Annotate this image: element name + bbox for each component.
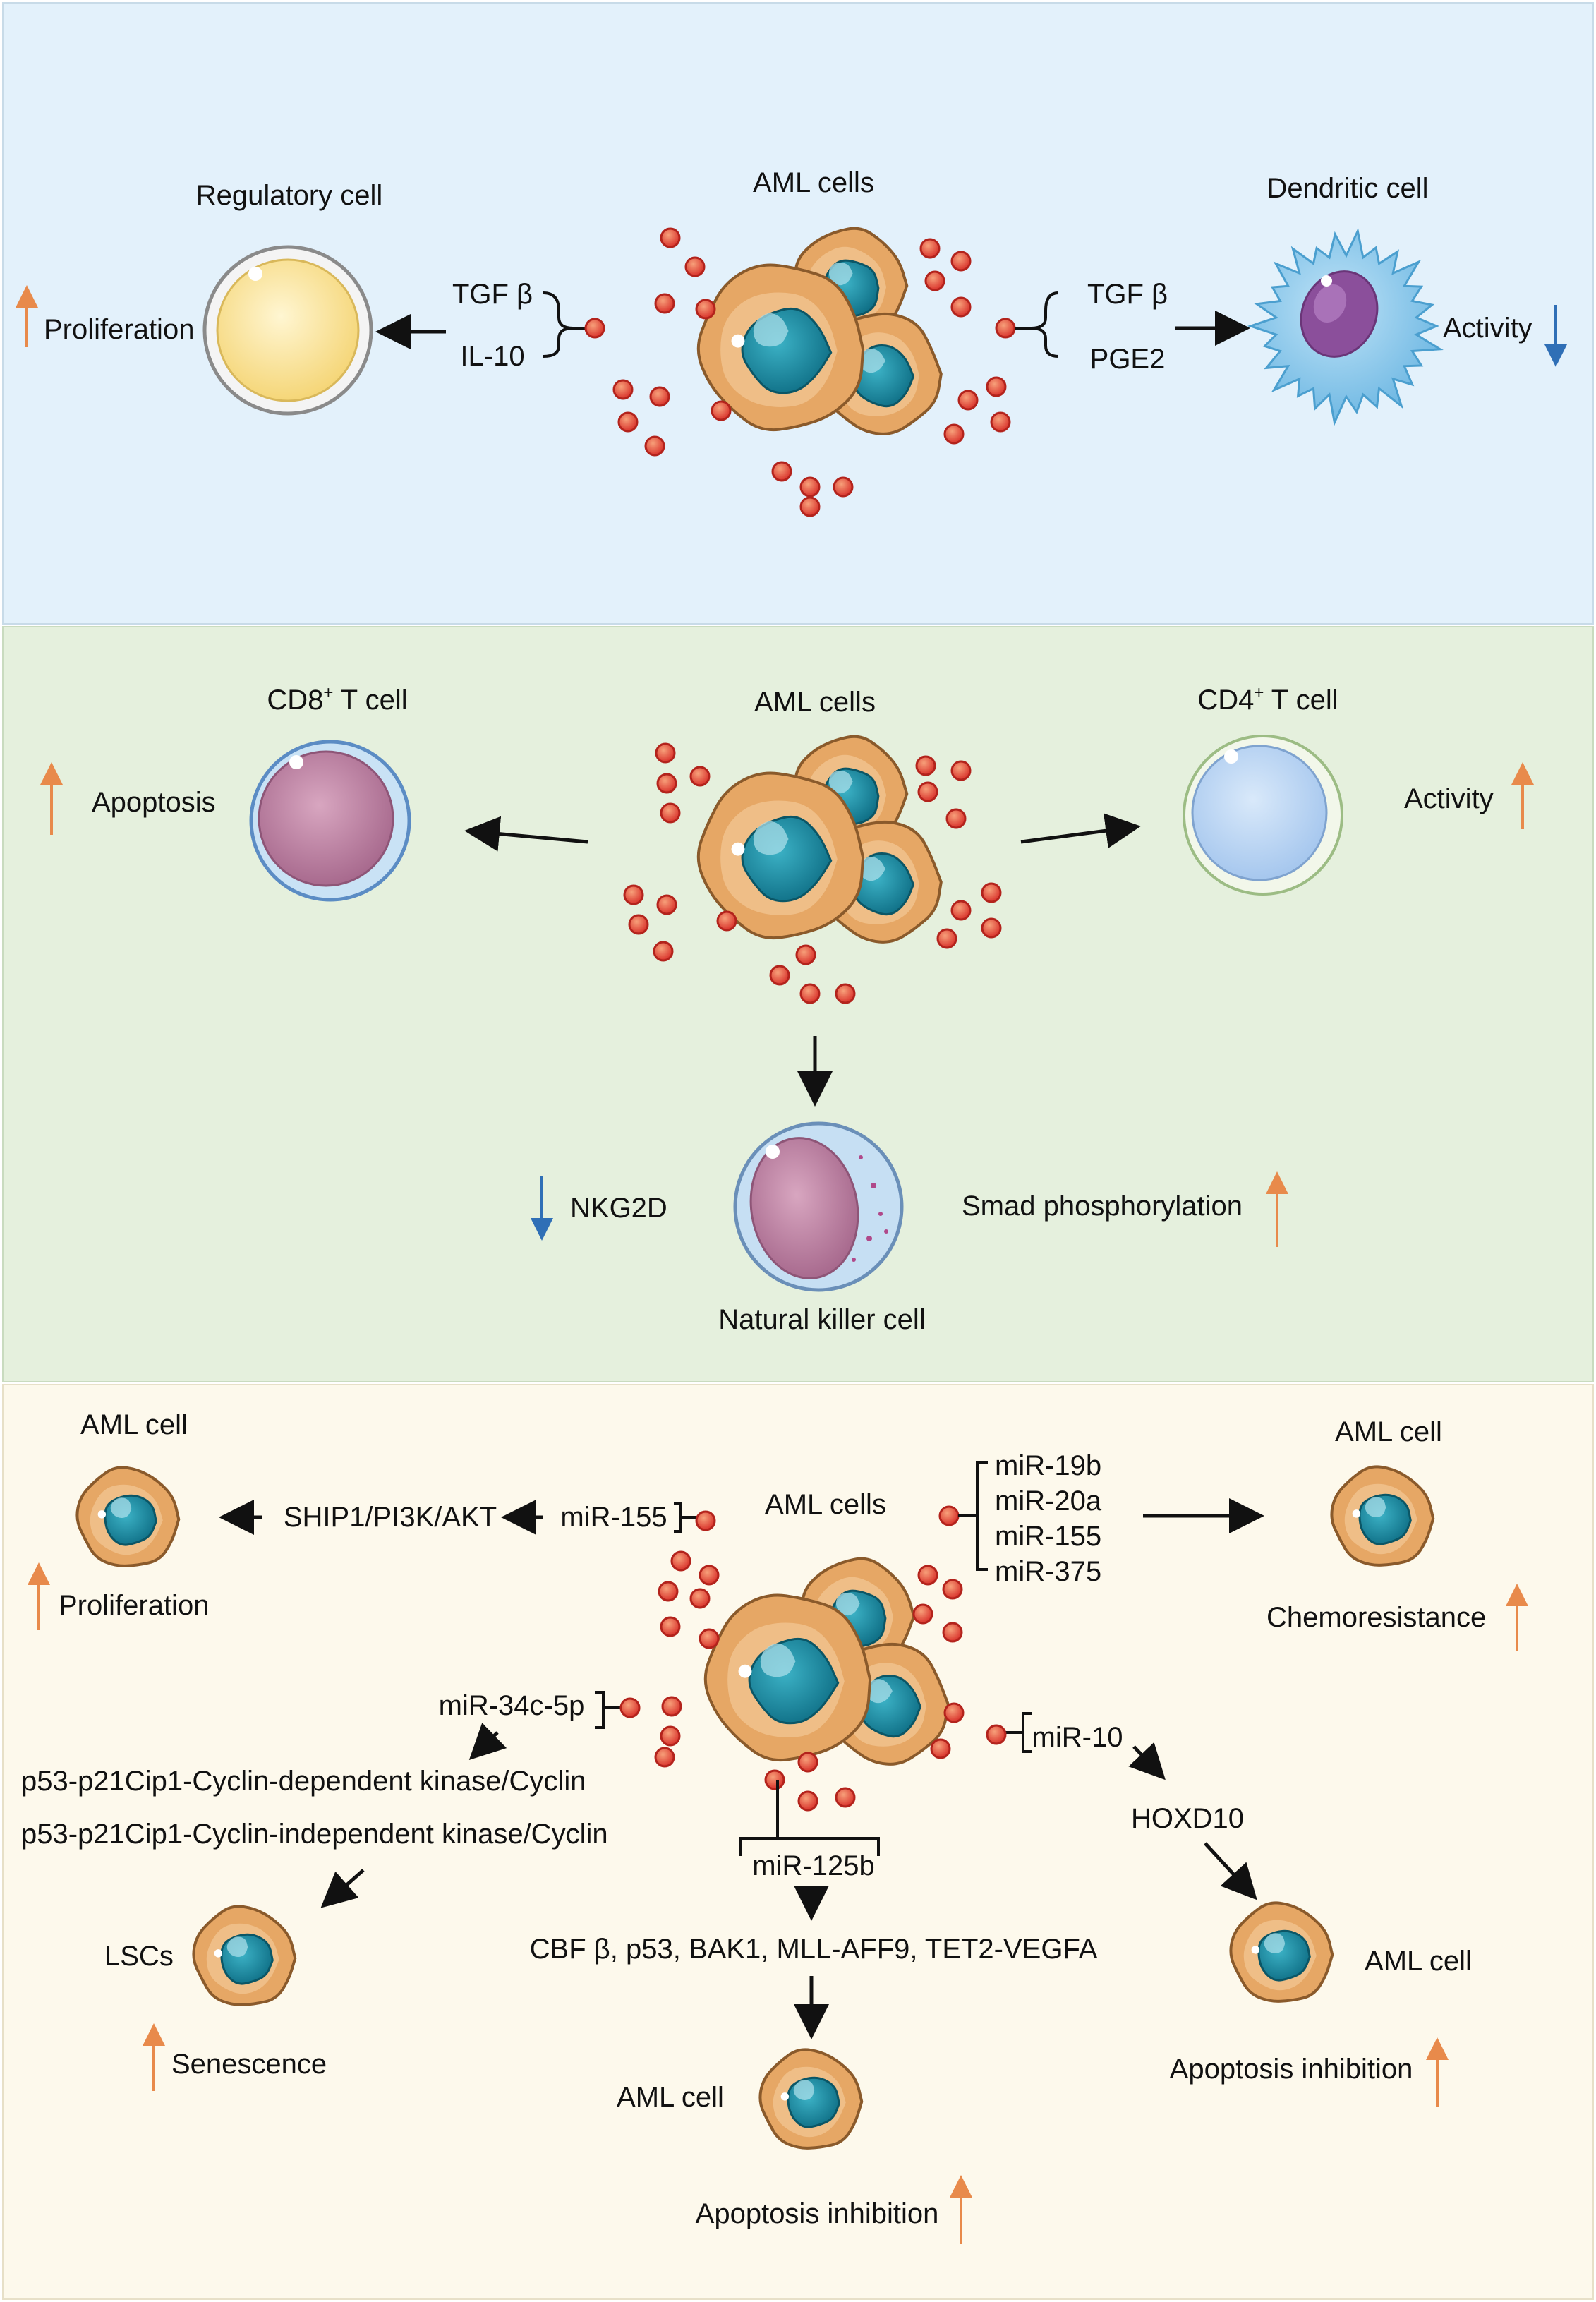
panel1-right-factor-1: TGF β <box>1087 279 1168 310</box>
top-right-mirna-vesicle <box>938 1505 960 1526</box>
mid-right-effect: Apoptosis inhibition <box>1170 2054 1413 2085</box>
top-left-mirna-bracket <box>674 1502 697 1533</box>
top-left-aml-cell <box>75 1466 181 1567</box>
panel1: AML cells Regulatory cell Proliferation … <box>16 167 1567 517</box>
mid-left-arrow-1 <box>468 1723 507 1760</box>
bottom-center-bracket <box>739 1824 880 1856</box>
cd4-t-cell <box>1183 735 1343 896</box>
top-left-aml-cell-label: AML cell <box>80 1409 188 1440</box>
regulatory-cell-label: Regulatory cell <box>196 180 383 211</box>
panel1-right-vesicle <box>995 318 1016 339</box>
cd8-t-cell-label: CD8+ T cell <box>267 683 407 716</box>
mid-left-pathway-1: p53-p21Cip1-Cyclin-dependent kinase/Cycl… <box>21 1766 586 1797</box>
panel1-left-factor-2: IL-10 <box>460 341 524 372</box>
top-left-mirna: miR-155 <box>560 1502 667 1533</box>
bottom-center-targets: CBF β, p53, BAK1, MLL-AFF9, TET2-VEGFA <box>530 1934 1098 1965</box>
top-right-effect: Chemoresistance <box>1266 1602 1486 1633</box>
panel1-right-factor-2: PGE2 <box>1090 344 1166 375</box>
dendritic-cell <box>1247 227 1444 426</box>
panel2-left-effect: Apoptosis <box>92 787 216 818</box>
top-right-mirna-4: miR-375 <box>995 1556 1101 1587</box>
top-right-mirna-bracket <box>958 1461 988 1571</box>
natural-killer-cell-label: Natural killer cell <box>718 1304 925 1335</box>
top-right-mirna-1: miR-19b <box>995 1450 1101 1481</box>
panel2: AML cells CD8+ T cell Apoptosis CD4+ T c… <box>40 683 1534 1335</box>
mid-right-arrow-1 <box>1128 1742 1166 1780</box>
panel3: AML cells AML cell Proliferation SHIP1/P… <box>21 1409 1528 2244</box>
panel3-aml-cluster <box>703 1557 950 1766</box>
top-left-pathway: SHIP1/PI3K/AKT <box>284 1502 497 1533</box>
panel2-right-effect: Activity <box>1404 783 1494 814</box>
mid-right-bracket <box>1005 1712 1032 1753</box>
panel2-left-arrow <box>464 816 588 852</box>
panel1-left-factor-1: TGF β <box>452 279 533 310</box>
panel3-vesicles <box>654 1550 965 1812</box>
panel1-right-effect: Activity <box>1443 313 1532 344</box>
panel1-left-vesicle <box>584 318 605 339</box>
mid-right-aml-cell-label: AML cell <box>1365 1946 1472 1977</box>
panel1-vesicles <box>612 227 1011 517</box>
mid-right-vesicle <box>986 1724 1007 1745</box>
top-right-aml-cell-label: AML cell <box>1335 1416 1442 1447</box>
cd8-t-cell <box>249 740 411 902</box>
mid-left-pathway-2: p53-p21Cip1-Cyclin-independent kinase/Cy… <box>21 1819 608 1850</box>
panel1-aml-cluster <box>696 227 943 435</box>
bottom-center-effect: Apoptosis inhibition <box>696 2198 939 2229</box>
cd4-t-cell-label: CD4+ T cell <box>1197 683 1338 716</box>
mid-right-mirna: miR-10 <box>1032 1722 1123 1753</box>
panel3-center-label: AML cells <box>765 1489 886 1520</box>
top-right-aml-cell <box>1330 1465 1435 1567</box>
panel2-bottom-right-effect: Smad phosphorylation <box>962 1191 1243 1222</box>
top-left-mirna-vesicle <box>695 1510 716 1531</box>
regulatory-cell <box>202 245 373 416</box>
natural-killer-cell <box>733 1121 904 1292</box>
lscs-label: LSCs <box>104 1941 174 1972</box>
mid-left-effect: Senescence <box>171 2049 327 2080</box>
mid-left-mirna-vesicle <box>619 1697 641 1718</box>
top-right-mirna-3: miR-155 <box>995 1521 1101 1552</box>
mid-left-mirna: miR-34c-5p <box>439 1690 585 1721</box>
mid-left-arrow-2 <box>320 1869 365 1908</box>
bottom-center-aml-cell <box>758 2048 864 2150</box>
dendritic-cell-label: Dendritic cell <box>1267 173 1429 204</box>
mid-right-arrow-2 <box>1204 1842 1257 1900</box>
bottom-center-aml-cell-label: AML cell <box>617 2082 724 2113</box>
top-left-effect: Proliferation <box>59 1590 209 1621</box>
panel1-left-effect: Proliferation <box>44 314 194 345</box>
mid-left-mirna-bracket <box>595 1691 621 1729</box>
panel1-center-label: AML cells <box>753 167 874 198</box>
panel2-vesicles <box>623 742 1002 1004</box>
lscs-cell <box>192 1905 297 2006</box>
bottom-center-mirna: miR-125b <box>752 1850 874 1881</box>
panel1-right-bracket <box>1031 291 1059 358</box>
panel3-background <box>2 1384 1594 2300</box>
panel2-center-label: AML cells <box>754 687 876 718</box>
mid-right-target: HOXD10 <box>1131 1803 1244 1834</box>
panel2-bottom-left-effect: NKG2D <box>570 1193 667 1224</box>
panel2-right-arrow <box>1020 813 1141 848</box>
top-right-mirna-2: miR-20a <box>995 1486 1102 1517</box>
panel2-aml-cluster <box>696 735 943 944</box>
mid-right-aml-cell <box>1229 1901 1334 2003</box>
